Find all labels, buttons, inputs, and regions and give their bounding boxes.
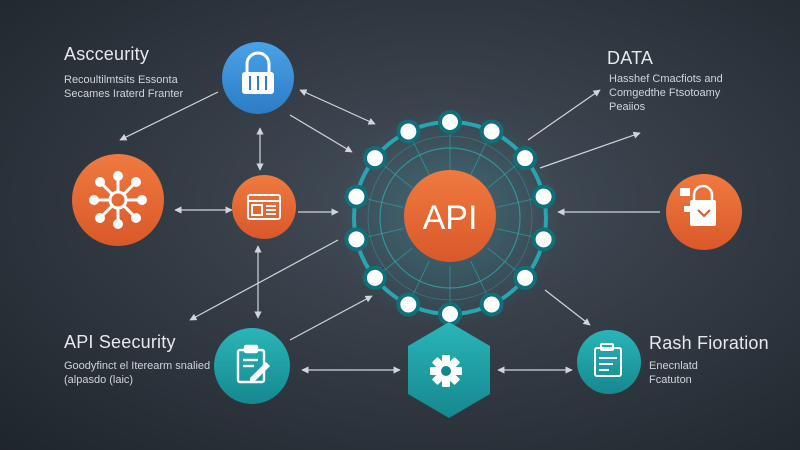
hub-spoke [470, 142, 487, 175]
hub-spoke [496, 198, 532, 208]
gear-tooth [442, 355, 450, 363]
topright-desc-line: Comgedthe Ftsotoamy [609, 87, 721, 99]
hub-ring-node [362, 146, 387, 171]
hub-spoke [384, 165, 413, 189]
hub-ring-node [396, 292, 421, 317]
gear-tooth [442, 379, 450, 387]
arrow-ring-to-data [527, 89, 601, 141]
browser-window-icon [247, 194, 281, 220]
arrow-lock-to-ring-lower [289, 114, 353, 153]
network-node-bg [72, 154, 164, 246]
api-hub: API [340, 108, 560, 328]
topleft-title: Ascceurity [64, 44, 150, 64]
bottomright-desc: Enecnlatd Fcatuton [649, 359, 698, 387]
hub-ring-node [344, 184, 369, 209]
gear-tooth [430, 367, 438, 375]
bottomleft-desc-line: Goodyfinct el Iterearm snalied [64, 360, 211, 372]
hub-spoke [413, 261, 430, 294]
hub-ring-node [479, 119, 504, 144]
bottomleft-desc-line: (alpasdo (laic) [64, 374, 134, 386]
bottomright-desc-line: Fcatuton [649, 374, 692, 386]
tag-clipboard-icon [594, 343, 622, 377]
network-hub-icon [89, 171, 147, 229]
topleft-desc-line: Secames Iraterd Franter [64, 88, 184, 100]
bottomleft-title: API Seecurity [64, 332, 176, 352]
hub-core [404, 170, 496, 262]
hub-spoke [368, 228, 404, 238]
hub-spoke [384, 247, 413, 271]
arrow-ring-to-right [539, 131, 641, 169]
hub-spoke [368, 198, 404, 208]
topright-title: DATA [607, 48, 654, 68]
notes-node[interactable] [214, 328, 290, 404]
bottomleft-desc: Goodyfinct el Iterearm snalied (alpasdo … [64, 359, 210, 387]
hub-label: API [423, 199, 478, 237]
hub-ring-node [362, 265, 387, 290]
topleft-desc: Recoultilmtsits Essonta Secames Iraterd … [64, 73, 183, 101]
hub-ring-node [513, 265, 538, 290]
topleft-desc-line: Recoultilmtsits Essonta [64, 74, 178, 86]
gear-tooth [454, 367, 462, 375]
arrow-lock-to-topleft [119, 91, 219, 141]
bottomright-title: Rash Fioration [649, 333, 769, 353]
connector-arrows [119, 89, 660, 374]
tag-node[interactable] [577, 330, 641, 394]
hub-ring-node [344, 227, 369, 252]
hub-spoke [470, 261, 487, 294]
hub-spoke [496, 228, 532, 238]
hub-spoke [413, 142, 430, 175]
hub-ring-nodes [344, 110, 556, 326]
arrow-lock-to-ring [299, 89, 376, 125]
lock-node[interactable] [222, 42, 294, 114]
bottomright-desc-line: Enecnlatd [649, 360, 698, 372]
arrow-ring-to-tag [544, 289, 591, 326]
clipboard-edit-icon [236, 344, 270, 384]
hub-spoke [487, 165, 516, 189]
hub-ring-node [479, 292, 504, 317]
gear-icon [430, 355, 462, 387]
hub-ring-node [396, 119, 421, 144]
hub-ring-node [438, 302, 462, 326]
tag-node-bg [577, 330, 641, 394]
topright-desc-line: Hasshef Cmacfiots and [609, 73, 723, 85]
hub-spoke [487, 247, 516, 271]
network-node[interactable] [72, 154, 164, 246]
shopping-bag-icon [680, 184, 716, 226]
gear-node[interactable] [408, 322, 490, 418]
hub-spokes [368, 134, 532, 302]
topright-desc-line: Peaiios [609, 101, 646, 113]
hub-ring-node [438, 110, 462, 134]
hub-ring-node [531, 227, 556, 252]
window-node[interactable] [232, 175, 296, 239]
arrow-notes-to-ring [289, 295, 373, 341]
arrow-ring-to-bottomleft [189, 239, 339, 321]
lock-icon [242, 51, 274, 94]
topright-desc: Hasshef Cmacfiots and Comgedthe Ftsotoam… [609, 72, 723, 114]
bag-node[interactable] [666, 174, 742, 250]
hub-ring-node [513, 146, 538, 171]
hub-ring-node [531, 184, 556, 209]
window-node-bg [232, 175, 296, 239]
